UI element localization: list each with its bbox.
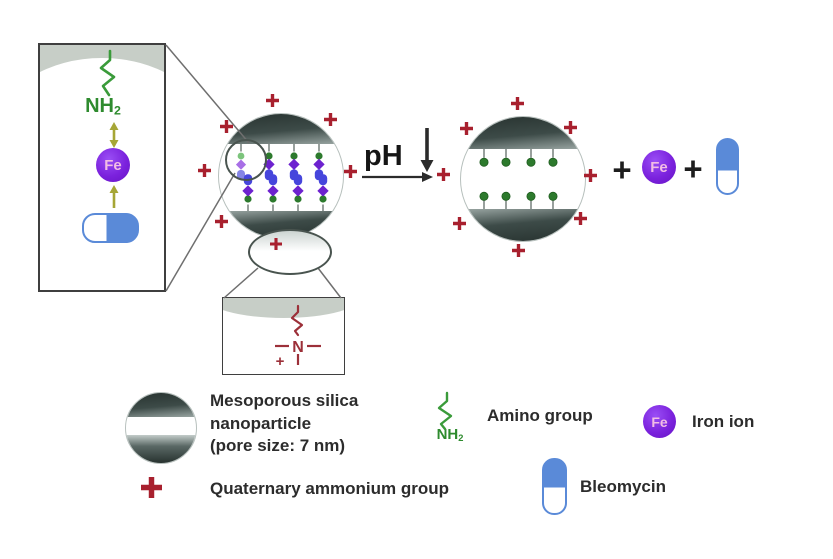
nh-text: NH [85,95,114,117]
nitrogen-label: N [292,339,304,356]
magnifier-ellipse [248,229,332,275]
coordination-arrows-icon [109,122,119,208]
nanoparticle-legend-icon [125,392,197,464]
quaternary-ammonium-inset: N + [222,297,345,375]
silica-top-cap [461,117,585,149]
bleomycin-capsule-icon [82,213,139,243]
amino-group-legend-formula: NH2 [425,426,475,443]
nh-subscript: 2 [458,433,464,444]
quaternary-legend-label: Quaternary ammonium group [210,479,449,498]
released-nanoparticle [460,116,586,242]
legend-line: nanoparticle [210,413,312,433]
quaternary-ammonium-structure-icon: N + [275,304,321,370]
quaternary-plus-icon [344,165,357,178]
nanoparticle-legend-label: Mesoporous silica nanoparticle (pore siz… [210,390,358,458]
ph-label: pH [364,140,403,172]
fe-text: Fe [651,413,668,430]
fe-text: Fe [104,156,122,174]
legend-line: (pore size: 7 nm) [210,436,346,455]
positive-charge-label: + [276,353,285,370]
bleomycin-legend-label: Bleomycin [580,477,666,496]
amino-group-legend-icon [437,391,453,431]
nh-text: NH [436,426,459,443]
quaternary-plus-icon [266,94,279,107]
quaternary-plus-icon [198,164,211,177]
silica-surface-band [223,298,344,318]
silica-top-cap [126,393,196,417]
released-pore-ligands-icon [479,149,558,209]
iron-ion-badge: Fe [642,150,676,184]
iron-ion-badge: Fe [96,148,130,182]
iron-ion-legend-icon: Fe [643,405,676,438]
amino-chain-icon [99,49,116,97]
bleomycin-capsule-icon [716,138,739,195]
amino-legend-label: Amino group [487,406,593,425]
silica-bottom-cap [126,435,196,463]
magnifier-circle [225,139,267,181]
quaternary-plus-icon [512,244,525,257]
amino-group-label: NH2 [68,95,138,118]
iron-legend-label: Iron ion [692,412,755,431]
amine-coordination-inset: NH2 Fe [38,43,166,292]
plus-separator: + [612,151,632,188]
silica-bottom-cap [461,209,585,241]
plus-separator: + [683,150,703,187]
legend-line: Mesoporous silica [210,391,359,410]
nh-subscript: 2 [113,103,121,118]
quaternary-plus-icon [437,168,450,181]
fe-text: Fe [650,158,668,176]
quaternary-plus-icon [511,97,524,110]
bleomycin-legend-icon [542,458,567,515]
quaternary-plus-legend-icon [141,477,162,498]
